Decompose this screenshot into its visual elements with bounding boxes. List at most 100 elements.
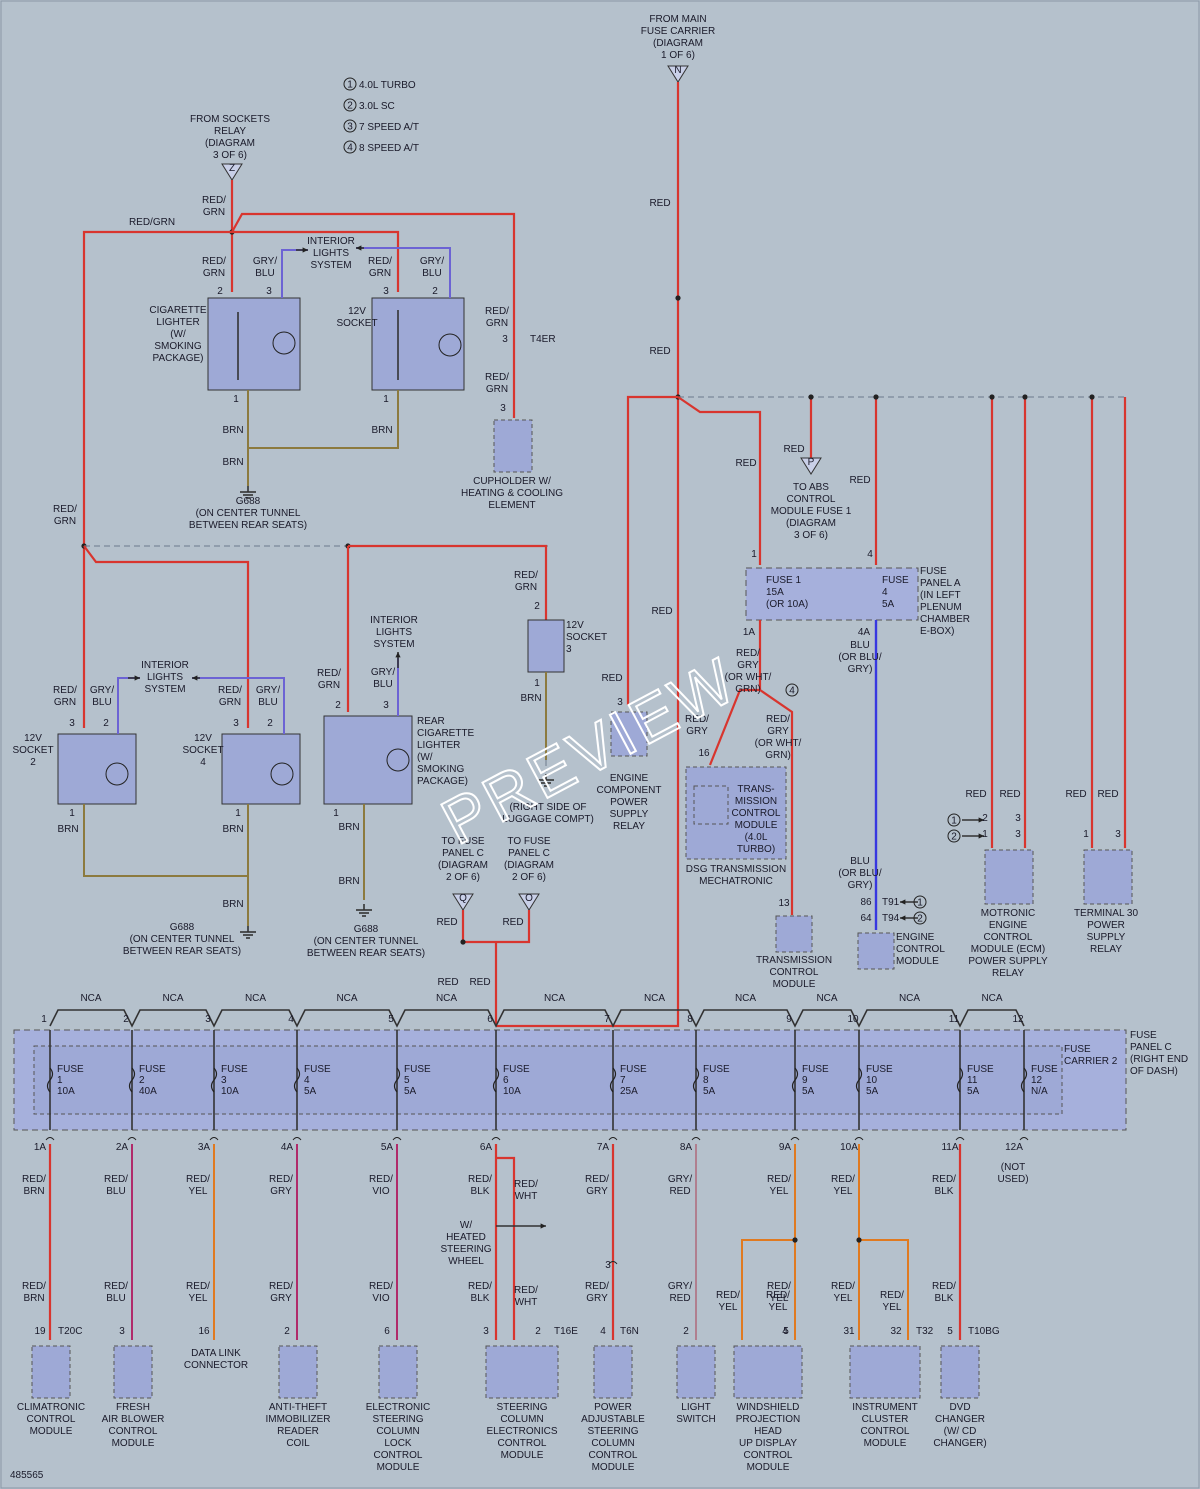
cig-lighter-box: [207, 297, 301, 391]
pin: 2: [267, 718, 273, 729]
fuse-pin: 9: [786, 1014, 792, 1025]
arrow-head: [395, 652, 401, 658]
module-label: CONTROL: [589, 1450, 638, 1461]
connector-z: [221, 163, 243, 181]
main-red-feed: [496, 82, 680, 1028]
module-label: MODULE: [501, 1450, 544, 1461]
nca-label: NCA: [80, 993, 101, 1004]
splice-dot: [1022, 394, 1028, 400]
pin: 1: [751, 549, 757, 560]
ecm-label: ENGINE: [896, 932, 935, 943]
option-circle: [343, 140, 357, 154]
module-label: DATA LINK: [191, 1348, 241, 1359]
wire-color: BRN: [57, 824, 78, 835]
motronic-label: RELAY: [992, 968, 1024, 979]
arrow-head: [978, 833, 984, 839]
nca-label: NCA: [981, 993, 1002, 1004]
socket4-label: SOCKET: [182, 745, 223, 756]
pin-mark: [491, 1137, 501, 1141]
pin: 4A: [858, 627, 871, 638]
module-pin: 4: [600, 1326, 606, 1337]
wire-color: YEL: [189, 1186, 208, 1197]
module-label: CONTROL: [744, 1450, 793, 1461]
interior-lights-label: SYSTEM: [310, 260, 351, 271]
pin-mark: [608, 1137, 618, 1141]
wire-color: RED: [999, 789, 1020, 800]
wire-color: RED: [649, 198, 670, 209]
option-number: 1: [951, 816, 957, 827]
wire-color: RED/: [22, 1174, 46, 1185]
wire-color: RED/: [53, 504, 77, 515]
ecm-box: [857, 932, 895, 970]
arrow-head: [900, 899, 906, 905]
option-circle: [913, 911, 927, 925]
wire-hud-branch: [741, 1239, 795, 1340]
pin: 3: [500, 403, 506, 414]
module-label: ELECTRONICS: [486, 1426, 557, 1437]
connector-p: [800, 457, 822, 475]
connector-letter: O: [525, 893, 533, 904]
fuse-label: 5A: [404, 1086, 417, 1097]
wire-color: RED/GRN: [129, 217, 175, 228]
tcm-label: TRANS-: [737, 784, 774, 795]
module-label: SWITCH: [676, 1414, 715, 1425]
wire-color: RED/: [880, 1290, 904, 1301]
wire-color: BRN: [520, 693, 541, 704]
wire-color: GRY/: [668, 1281, 692, 1292]
fuse-pin: 3: [205, 1014, 211, 1025]
connector-letter: N: [674, 65, 681, 76]
tcm2-label: CONTROL: [770, 967, 819, 978]
dsg-label: MECHATRONIC: [699, 876, 773, 887]
module-pin: 32: [890, 1326, 902, 1337]
wire-color: RED/: [831, 1174, 855, 1185]
wire-color: RED/: [767, 1281, 791, 1292]
connector-letter: Q: [459, 893, 467, 904]
wire-color: YEL: [770, 1293, 789, 1304]
wire-color: RED/: [468, 1174, 492, 1185]
wire-gry-blu: [117, 677, 140, 734]
wire-color: RED/: [22, 1281, 46, 1292]
source-main-fuse: FROM MAIN: [649, 14, 706, 25]
fuse-carrier-2: [33, 1045, 1063, 1115]
module-label: MODULE: [112, 1438, 155, 1449]
source-sockets-relay: (DIAGRAM: [205, 138, 255, 149]
pin: 3: [502, 334, 508, 345]
fuse-pin: 10: [847, 1014, 859, 1025]
module-label: STEERING: [496, 1402, 547, 1413]
fuse-out: 5A: [381, 1142, 394, 1153]
rear-cig-label: PACKAGE): [417, 776, 468, 787]
wire-color: RED: [849, 475, 870, 486]
lamp-symbol: [105, 762, 129, 786]
fuse-label: 5A: [802, 1086, 815, 1097]
module-box: [31, 1345, 71, 1399]
wire-color: RED: [651, 606, 672, 617]
splice-dot: [792, 1237, 798, 1243]
pin: 3: [1015, 829, 1021, 840]
diagram-id: 485565: [10, 1470, 44, 1481]
wire-color: GRY): [848, 664, 873, 675]
option-circle: [343, 119, 357, 133]
fuse-label: FUSE: [1031, 1064, 1058, 1075]
fuse-pin: 8: [687, 1014, 693, 1025]
socket3-label: 12V: [566, 620, 584, 631]
module-box: [485, 1345, 559, 1399]
pin-mark: [292, 1137, 302, 1141]
nca-bus: [49, 1009, 1025, 1028]
option-circle: [343, 98, 357, 112]
fuse-panel-a-label: PANEL A: [920, 578, 961, 589]
wire-socket-top: [232, 230, 400, 292]
module-pin: 3: [483, 1326, 489, 1337]
wire-color: RED/: [514, 1285, 538, 1296]
wire-color: YEL: [834, 1186, 853, 1197]
wire-color: VIO: [372, 1293, 389, 1304]
nca-label: NCA: [644, 993, 665, 1004]
ground-g688-label: G688: [170, 922, 195, 933]
to-fuse-c-o: 2 OF 6): [512, 872, 546, 883]
wire-engine-relay: [626, 395, 678, 705]
pin-mark: [955, 1137, 965, 1141]
module-box: [849, 1345, 921, 1399]
wire-color: GRN: [203, 268, 225, 279]
wire-color: GRN: [203, 207, 225, 218]
connector-id: T94: [882, 913, 900, 924]
module-label: CLIMATRONIC: [17, 1402, 85, 1413]
